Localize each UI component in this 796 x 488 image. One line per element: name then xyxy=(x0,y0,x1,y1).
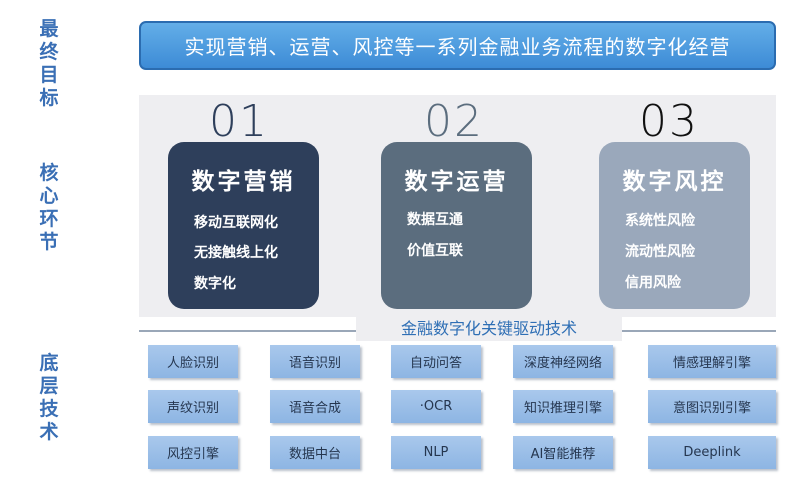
label-goal-char: 目 xyxy=(39,64,59,86)
card-item: 价值互联 xyxy=(407,243,463,259)
label-goal-char: 标 xyxy=(39,87,59,109)
tech-item: 自动问答 xyxy=(391,345,481,378)
tech-item: 知识推理引擎 xyxy=(513,390,613,423)
card-item: 移动互联网化 xyxy=(194,215,278,231)
tech-item: 声纹识别 xyxy=(148,390,238,423)
tech-item: 人脸识别 xyxy=(148,345,238,378)
goal-banner: 实现营销、运营、风控等一系列金融业务流程的数字化经营 xyxy=(139,21,776,70)
label-core-char: 节 xyxy=(39,231,59,253)
tech-item: 数据中台 xyxy=(270,436,360,469)
card-digital-marketing: 数字营销 移动互联网化 无接触线上化 数字化 xyxy=(168,142,319,309)
card-item: 数字化 xyxy=(194,276,236,292)
tech-item: 意图识别引擎 xyxy=(648,390,776,423)
label-base: 底 层 技 术 xyxy=(36,352,62,444)
core-number-01: 01 xyxy=(209,96,269,147)
card-item: 流动性风险 xyxy=(625,244,695,260)
tech-item: NLP xyxy=(391,436,481,469)
core-number-02: 02 xyxy=(424,96,484,147)
label-base-char: 技 xyxy=(39,398,59,420)
tech-item: 语音合成 xyxy=(270,390,360,423)
label-base-char: 术 xyxy=(39,421,59,443)
card-item: 数据互通 xyxy=(407,212,463,228)
key-tech-label: 金融数字化关键驱动技术 xyxy=(356,317,622,341)
card-digital-operation: 数字运营 数据互通 价值互联 xyxy=(381,142,532,309)
tech-item: Deeplink xyxy=(648,436,776,469)
label-core-char: 核 xyxy=(39,162,59,184)
tech-item: ·OCR xyxy=(391,390,481,423)
card-item: 无接触线上化 xyxy=(194,245,278,261)
label-base-char: 层 xyxy=(39,375,59,397)
tech-item: 风控引擎 xyxy=(148,436,238,469)
label-goal-char: 最 xyxy=(39,18,59,40)
tech-item: 语音识别 xyxy=(270,345,360,378)
card-title: 数字风控 xyxy=(622,169,727,195)
card-item: 系统性风险 xyxy=(625,213,695,229)
tech-item: 深度神经网络 xyxy=(513,345,613,378)
tech-item: AI智能推荐 xyxy=(513,436,613,469)
label-goal: 最 终 目 标 xyxy=(36,18,62,110)
card-item: 信用风险 xyxy=(625,275,681,291)
label-core-char: 心 xyxy=(39,185,59,207)
card-title: 数字运营 xyxy=(404,169,509,195)
card-title: 数字营销 xyxy=(191,169,296,195)
label-core-char: 环 xyxy=(39,208,59,230)
core-number-03: 03 xyxy=(639,96,699,147)
label-goal-char: 终 xyxy=(39,41,59,63)
tech-item: 情感理解引擎 xyxy=(648,345,776,378)
label-core: 核 心 环 节 xyxy=(36,162,62,254)
card-digital-risk-control: 数字风控 系统性风险 流动性风险 信用风险 xyxy=(599,142,750,309)
label-base-char: 底 xyxy=(39,352,59,374)
